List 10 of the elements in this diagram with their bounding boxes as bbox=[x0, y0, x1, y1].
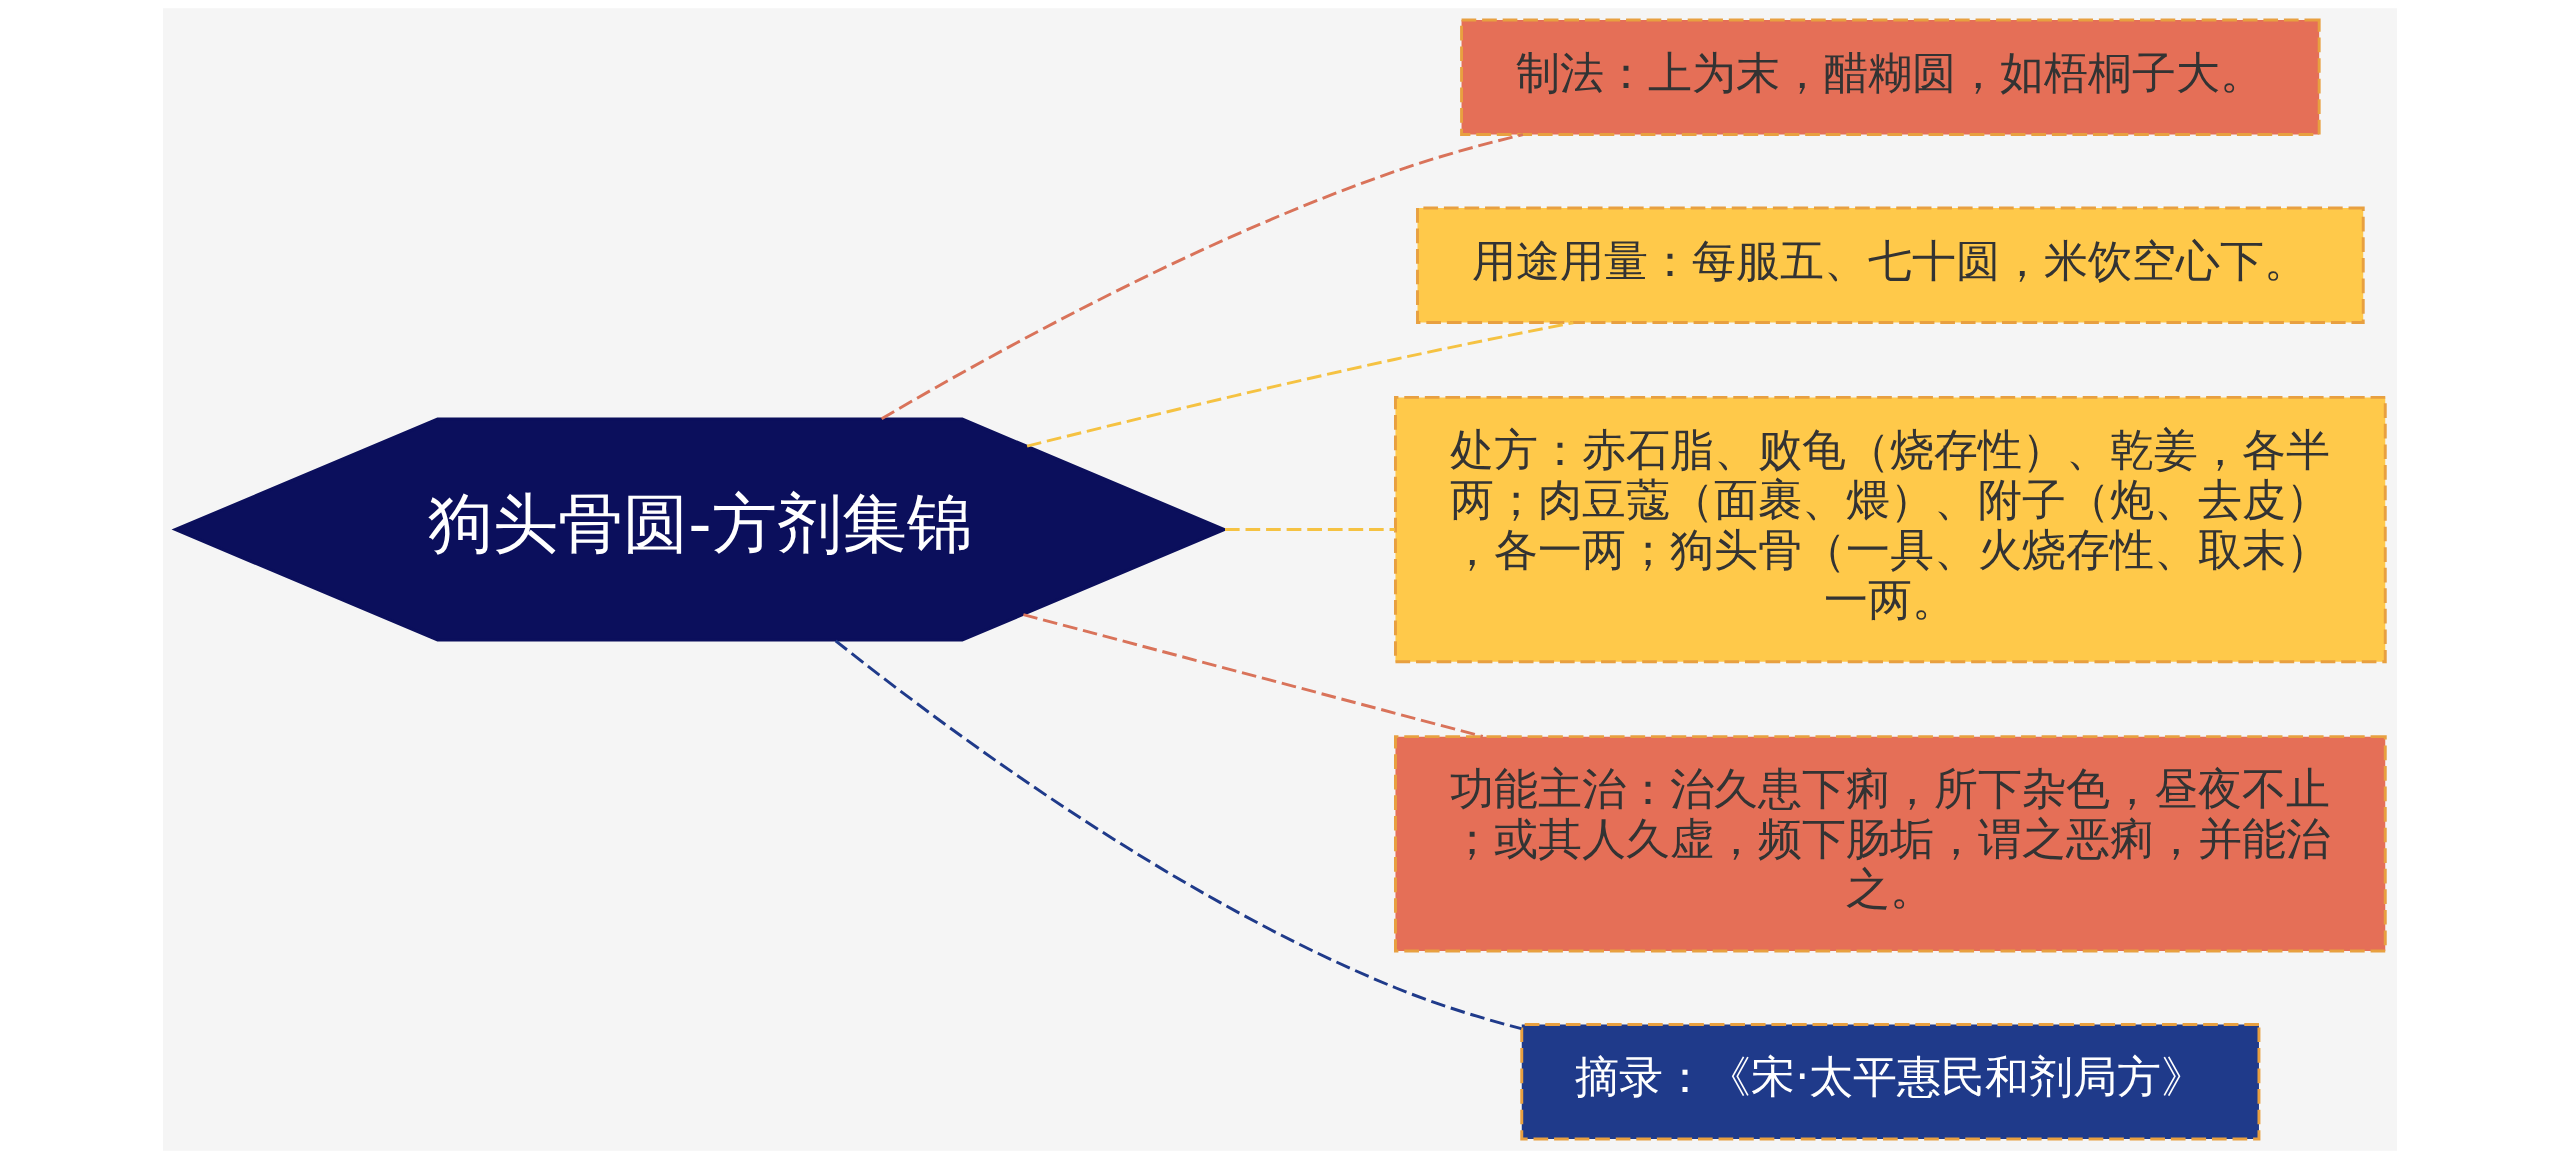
connector bbox=[880, 133, 1524, 421]
node-box: 制法：上为末，醋糊圆，如梧桐子大。 bbox=[1460, 18, 2321, 136]
connector bbox=[1026, 321, 1574, 448]
connector bbox=[1023, 613, 1484, 738]
node-box: 摘录：《宋·太平惠民和剂局方》 bbox=[1520, 1023, 2261, 1141]
node-box: 处方：赤石脂、败龟（烧存性）、乾姜，各半两；肉豆蔻（面裹、煨）、附子（炮、去皮），各一两；狗头骨（一具、火烧存性、取末）一两。 bbox=[1394, 395, 2387, 664]
node-box: 功能主治：治久患下痢，所下杂色，昼夜不止；或其人久虚，频下肠垢，谓之恶痢，并能治之。 bbox=[1394, 735, 2387, 953]
connector bbox=[1225, 528, 1395, 532]
node-box: 用途用量：每服五、七十圆，米饮空心下。 bbox=[1416, 206, 2365, 324]
connector bbox=[834, 639, 1522, 1031]
